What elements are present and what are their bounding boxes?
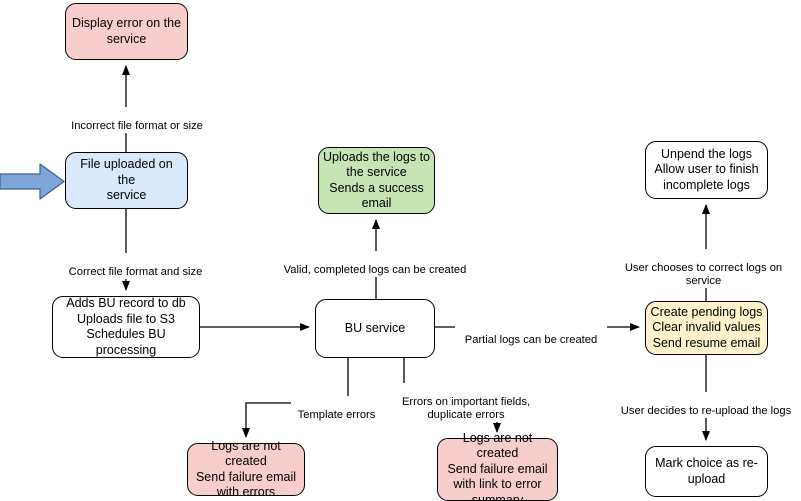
edge-label-incorrect-file-format-text: Incorrect file format or size [71,120,203,132]
node-unpend-the-logs-label: Unpend the logs Allow user to finish inc… [654,146,759,192]
node-create-pending-logs[interactable]: Create pending logs Clear invalid values… [645,301,768,355]
node-uploads-the-logs[interactable]: Uploads the logs to the service Sends a … [318,147,435,214]
edge-label-template-errors-text: Template errors [297,409,376,421]
node-file-uploaded-label: File uploaded on the service [80,157,173,203]
edge-label-user-decides-reupload: User decides to re-upload the logs [615,392,797,418]
node-logs-not-created-template[interactable]: Logs are not created Send failure email … [187,439,305,499]
node-adds-bu-record-label: Adds BU record to db Uploads file to S3 … [66,296,186,357]
edge-label-partial-logs: Partial logs can be created [455,321,607,347]
node-adds-bu-record[interactable]: Adds BU record to db Uploads file to S3 … [52,296,200,358]
node-mark-choice-label: Mark choice as re- upload [655,456,758,486]
edge-label-user-chooses-correct: User chooses to correct logs on service [606,249,801,288]
edge-label-partial-logs-text: Partial logs can be created [464,334,598,346]
node-logs-not-created-link-label: Logs are not created Send failure email … [447,430,548,501]
node-display-error[interactable]: Display error on the service [65,3,188,60]
node-mark-choice-as-reupload[interactable]: Mark choice as re- upload [645,446,768,497]
edge-label-user-decides-reupload-text: User decides to re-upload the logs [620,405,792,417]
edge-label-valid-completed-logs: Valid, completed logs can be created [280,251,470,277]
edge-label-incorrect-file-format: Incorrect file format or size [57,107,217,133]
node-uploads-the-logs-label: Uploads the logs to the service Sends a … [323,149,431,211]
node-file-uploaded-on-the-service[interactable]: File uploaded on the service [65,152,188,209]
incoming-flow-arrow [0,163,65,200]
node-bu-service-label: BU service [344,320,406,335]
node-display-error-label: Display error on the service [71,16,182,46]
node-logs-not-created-template-label: Logs are not created Send failure email … [195,438,297,500]
edge-label-user-chooses-correct-text: User chooses to correct logs on service [624,262,783,287]
edge-label-correct-file-format-text: Correct file format and size [68,266,203,278]
node-logs-not-created-link[interactable]: Logs are not created Send failure email … [437,431,558,501]
edge-label-valid-completed-logs-text: Valid, completed logs can be created [283,264,467,276]
node-bu-service[interactable]: BU service [315,299,435,358]
edge-label-correct-file-format: Correct file format and size [57,253,214,279]
node-create-pending-logs-label: Create pending logs Clear invalid values… [650,304,763,350]
node-unpend-the-logs[interactable]: Unpend the logs Allow user to finish inc… [645,141,768,199]
edge-label-errors-important-fields: Errors on important fields, duplicate er… [390,383,542,422]
edge-label-errors-important-fields-text: Errors on important fields, duplicate er… [401,396,531,421]
edge-label-template-errors: Template errors [291,396,382,422]
